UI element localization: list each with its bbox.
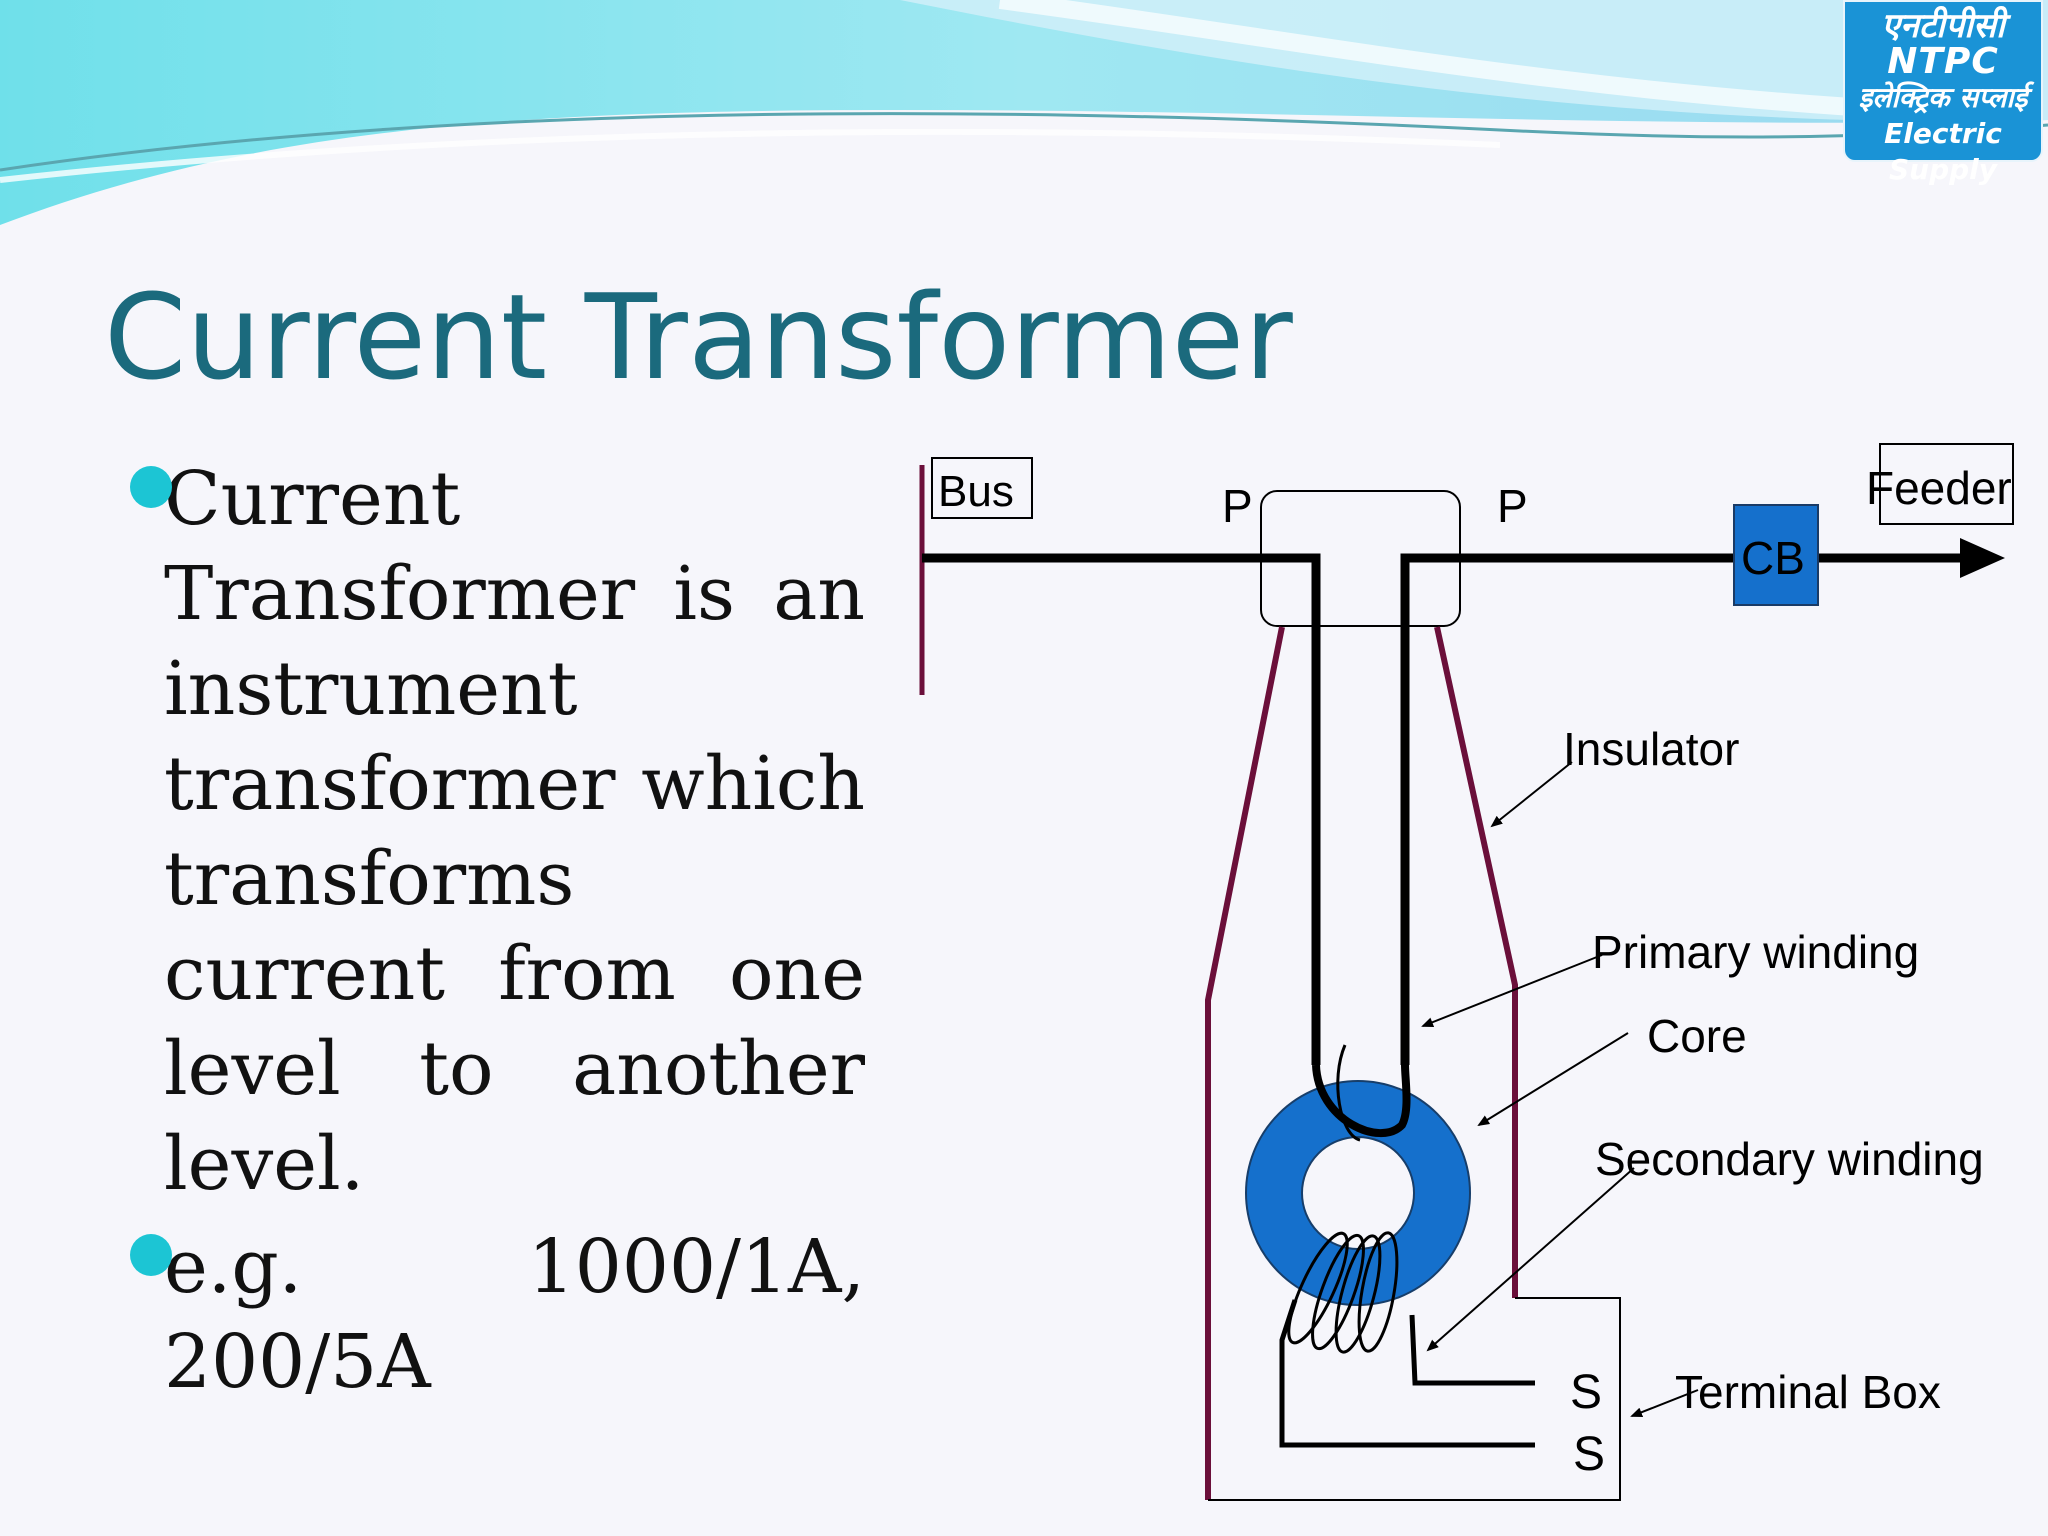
- secondary-lead-top: [1409, 1314, 1535, 1386]
- core-label: Core: [1647, 1010, 1747, 1062]
- ntpc-logo: एनटीपीसी NTPC इलेक्ट्रिक सप्लाई Electric…: [1843, 0, 2043, 186]
- cb-label: CB: [1741, 532, 1805, 584]
- logo-hindi-name: एनटीपीसी: [1881, 6, 2005, 46]
- ct-core-outline: [1245, 1080, 1471, 1306]
- logo-tagline: Electric Supply: [1884, 117, 2002, 186]
- bullet-text: Current Transformer is an instrument tra…: [164, 456, 865, 1207]
- insulator-arrow: [1490, 761, 1573, 828]
- bullet-item: Current Transformer is an instrument tra…: [130, 452, 865, 1212]
- bullet-list: Current Transformer is an instrument tra…: [130, 452, 865, 1418]
- secondary-lead-bottom: [1279, 1299, 1535, 1448]
- ct-head: [1260, 490, 1461, 627]
- core-arrow: [1477, 1032, 1629, 1127]
- primary-winding-turn: [1336, 1044, 1361, 1142]
- secondary-terminal-top-label: S: [1570, 1366, 1602, 1419]
- ct-core-inner-outline: [1301, 1136, 1415, 1250]
- feeder-arrow-icon: [1960, 538, 2005, 578]
- secondary-winding-label: Secondary winding: [1595, 1133, 1984, 1185]
- slide-title: Current Transformer: [104, 268, 1293, 406]
- primary-winding-arrow: [1421, 954, 1603, 1027]
- primary-terminal-left-label: P: [1222, 480, 1253, 532]
- bullet-dot-icon: [130, 466, 172, 508]
- insulator-left: [1205, 626, 1285, 1500]
- insulator-label: Insulator: [1563, 723, 1739, 775]
- feeder-label-box: [1879, 443, 2014, 525]
- bullet-text: e.g. 1000/1A, 200/5A: [164, 1224, 865, 1405]
- secondary-terminal-bottom-label: S: [1573, 1428, 1605, 1481]
- insulator-right: [1434, 626, 1518, 1298]
- primary-conductor-in: [922, 553, 1321, 1065]
- primary-winding-label: Primary winding: [1592, 926, 1919, 978]
- terminal-box-arrow: [1630, 1389, 1699, 1417]
- header-banner: [0, 0, 2048, 225]
- logo-hindi-tagline: इलेक्ट्रिक सप्लाई: [1858, 81, 2028, 114]
- bullet-dot-icon: [130, 1234, 172, 1276]
- circuit-breaker: [1733, 504, 1819, 606]
- primary-conductor-out: [1400, 553, 1745, 1065]
- bullet-item: e.g. 1000/1A, 200/5A: [130, 1220, 865, 1410]
- primary-winding: [1312, 1064, 1411, 1138]
- logo-name: NTPC: [1887, 41, 1999, 82]
- ct-base: [1208, 1297, 1621, 1501]
- secondary-winding: [1287, 1231, 1399, 1354]
- primary-terminal-right-label: P: [1497, 480, 1528, 532]
- bus-label-box: [931, 457, 1033, 519]
- feeder-label: Feeder: [1866, 462, 2012, 514]
- secondary-winding-arrow: [1426, 1167, 1635, 1352]
- terminal-box-label: Terminal Box: [1675, 1366, 1941, 1418]
- bus-label: Bus: [938, 467, 1014, 516]
